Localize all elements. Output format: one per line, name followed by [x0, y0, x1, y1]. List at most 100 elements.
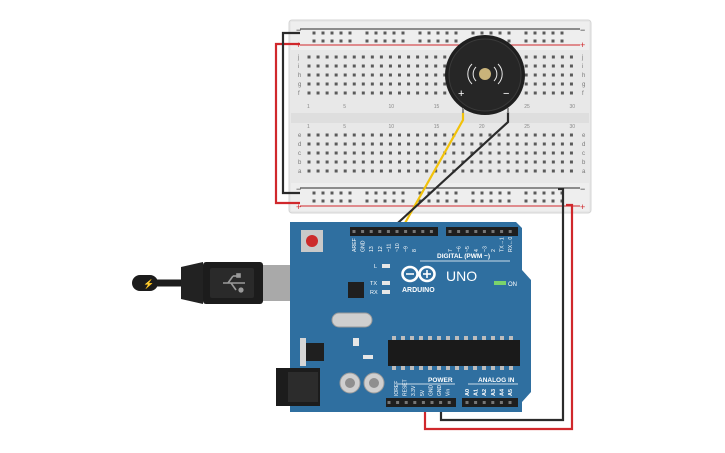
breadboard-hole[interactable] — [352, 169, 356, 173]
power-pin-hole[interactable] — [421, 401, 425, 404]
breadboard-hole[interactable] — [452, 142, 456, 146]
breadboard-hole[interactable] — [524, 55, 528, 59]
breadboard-hole[interactable] — [388, 142, 392, 146]
rail-hole[interactable] — [542, 191, 546, 195]
rail-hole[interactable] — [480, 199, 484, 203]
breadboard-hole[interactable] — [524, 73, 528, 77]
breadboard-hole[interactable] — [569, 64, 573, 68]
breadboard-hole[interactable] — [379, 55, 383, 59]
breadboard-hole[interactable] — [497, 169, 501, 173]
breadboard-hole[interactable] — [361, 64, 365, 68]
breadboard-hole[interactable] — [388, 82, 392, 86]
breadboard-hole[interactable] — [479, 160, 483, 164]
rail-hole[interactable] — [383, 199, 387, 203]
breadboard-hole[interactable] — [443, 160, 447, 164]
piezo-buzzer[interactable]: + − — [445, 35, 525, 115]
wire-red-5v[interactable] — [423, 203, 574, 431]
breadboard-hole[interactable] — [334, 82, 338, 86]
rail-hole[interactable] — [383, 39, 387, 43]
breadboard-hole[interactable] — [506, 142, 510, 146]
wire-black-gnd[interactable] — [439, 187, 565, 422]
analog-header[interactable] — [462, 398, 518, 407]
rail-hole[interactable] — [551, 39, 555, 43]
power-pin-hole[interactable] — [404, 401, 408, 404]
breadboard-hole[interactable] — [542, 169, 546, 173]
breadboard-hole[interactable] — [398, 82, 401, 86]
breadboard-hole[interactable] — [316, 73, 320, 77]
power-pin-hole[interactable] — [439, 401, 443, 404]
breadboard-hole[interactable] — [551, 142, 555, 146]
breadboard-hole[interactable] — [524, 142, 528, 146]
rail-hole[interactable] — [312, 31, 316, 35]
breadboard-hole[interactable] — [316, 82, 320, 86]
analog-pin-hole[interactable] — [508, 401, 512, 404]
breadboard-hole[interactable] — [343, 73, 347, 77]
rail-hole[interactable] — [498, 31, 502, 35]
rail-hole[interactable] — [436, 31, 440, 35]
digital-pin-hole[interactable] — [361, 230, 365, 233]
breadboard-hole[interactable] — [379, 64, 383, 68]
breadboard-hole[interactable] — [361, 91, 365, 95]
breadboard-hole[interactable] — [361, 169, 365, 173]
breadboard-hole[interactable] — [370, 91, 374, 95]
breadboard-hole[interactable] — [542, 151, 546, 155]
breadboard-hole[interactable] — [343, 82, 347, 86]
breadboard-hole[interactable] — [506, 169, 510, 173]
power-header[interactable] — [386, 398, 456, 407]
breadboard-hole[interactable] — [506, 133, 510, 137]
rail-hole[interactable] — [339, 39, 343, 43]
breadboard-hole[interactable] — [569, 73, 573, 77]
breadboard-hole[interactable] — [388, 169, 392, 173]
breadboard-hole[interactable] — [551, 160, 555, 164]
breadboard-hole[interactable] — [398, 91, 401, 95]
breadboard-hole[interactable] — [416, 82, 420, 86]
digital-pin-hole[interactable] — [386, 230, 390, 233]
breadboard-hole[interactable] — [334, 142, 338, 146]
rail-hole[interactable] — [533, 31, 537, 35]
breadboard-hole[interactable] — [361, 82, 365, 86]
rail-hole[interactable] — [392, 31, 396, 35]
breadboard-hole[interactable] — [370, 142, 374, 146]
rail-hole[interactable] — [339, 199, 343, 203]
breadboard-hole[interactable] — [307, 64, 311, 68]
rail-hole[interactable] — [454, 191, 458, 195]
breadboard-hole[interactable] — [551, 151, 555, 155]
breadboard-hole[interactable] — [388, 64, 392, 68]
breadboard-hole[interactable] — [379, 151, 383, 155]
breadboard-hole[interactable] — [316, 133, 320, 137]
breadboard-hole[interactable] — [370, 151, 374, 155]
breadboard-hole[interactable] — [560, 64, 564, 68]
analog-pin-hole[interactable] — [491, 401, 495, 404]
rail-hole[interactable] — [498, 191, 502, 195]
breadboard-hole[interactable] — [443, 169, 447, 173]
breadboard-hole[interactable] — [533, 91, 537, 95]
digital-header-holes[interactable] — [352, 230, 512, 233]
digital-pin-hole[interactable] — [457, 230, 461, 233]
breadboard-hole[interactable] — [370, 55, 374, 59]
breadboard-hole[interactable] — [524, 151, 528, 155]
digital-pin-hole[interactable] — [448, 230, 452, 233]
breadboard-hole[interactable] — [307, 73, 311, 77]
breadboard-hole[interactable] — [325, 169, 329, 173]
digital-pin-hole[interactable] — [421, 230, 425, 233]
breadboard-hole[interactable] — [407, 82, 411, 86]
breadboard-hole[interactable] — [370, 64, 374, 68]
breadboard-hole[interactable] — [316, 64, 320, 68]
breadboard-hole[interactable] — [352, 55, 356, 59]
breadboard-hole[interactable] — [388, 160, 392, 164]
rail-hole[interactable] — [560, 39, 564, 43]
rail-hole[interactable] — [312, 191, 316, 195]
digital-pin-hole[interactable] — [429, 230, 433, 233]
breadboard-hole[interactable] — [307, 160, 311, 164]
breadboard-hole[interactable] — [407, 64, 411, 68]
breadboard-hole[interactable] — [379, 169, 383, 173]
rail-hole[interactable] — [471, 199, 475, 203]
breadboard-hole[interactable] — [425, 64, 429, 68]
breadboard-hole[interactable] — [425, 55, 429, 59]
rail-hole[interactable] — [542, 31, 546, 35]
breadboard-hole[interactable] — [515, 169, 519, 173]
breadboard-hole[interactable] — [416, 151, 420, 155]
breadboard-hole[interactable] — [569, 142, 573, 146]
breadboard-hole[interactable] — [398, 133, 401, 137]
breadboard-hole[interactable] — [407, 160, 411, 164]
